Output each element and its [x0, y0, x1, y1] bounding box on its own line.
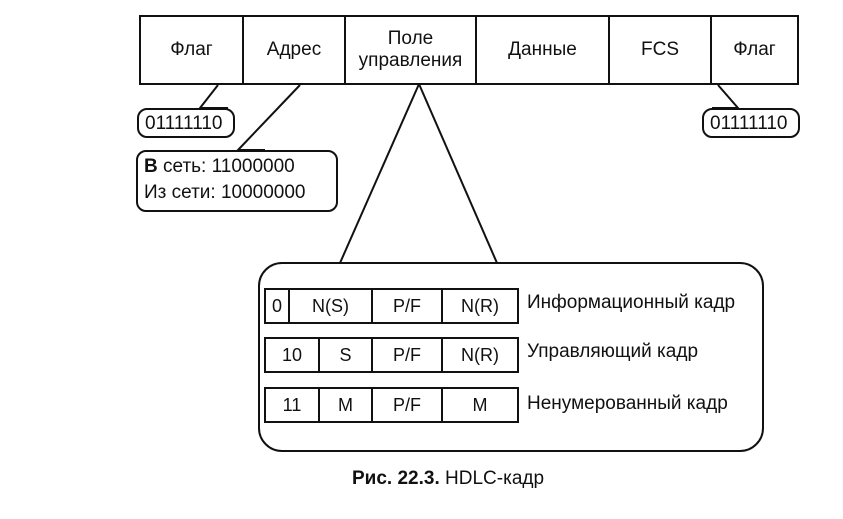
address-line-2: Из сети: 10000000 [144, 182, 306, 203]
unn-cell-m2: M [472, 394, 488, 415]
unn-cell-type: 11 [266, 389, 320, 421]
address-callout: В сеть: 11000000 Из сети: 10000000 [136, 150, 338, 212]
zoom-line-left [339, 83, 420, 264]
info-cell-pf: P/F [373, 290, 443, 322]
info-cell-ns: N(S) [290, 290, 373, 322]
unn-cell-m1: M [320, 389, 373, 421]
zoom-line-right [418, 83, 498, 264]
figure-caption: Рис. 22.3. HDLC-кадр [352, 468, 544, 490]
control-line-2: управления [358, 50, 463, 71]
info-frame-label: Информационный кадр [527, 292, 736, 313]
info-cell-type: 0 [266, 290, 290, 322]
unn-cell-pf: P/F [373, 389, 443, 421]
info-frame-row: 0 N(S) P/F N(R) [264, 288, 519, 324]
caption-prefix: Рис. 22.3. [352, 468, 440, 489]
frame-field-fcs: FCS [610, 17, 712, 83]
sup-cell-nr: N(R) [461, 344, 499, 365]
supervisory-frame-label: Управляющий кадр [527, 341, 699, 362]
right-flag-callout: 01111110 [702, 108, 800, 138]
frame-field-address: Адрес [244, 17, 346, 83]
supervisory-frame-row: 10 S P/F N(R) [264, 337, 519, 373]
left-flag-pointer [197, 84, 228, 109]
unnumbered-frame-row: 11 M P/F M [264, 387, 519, 423]
frame-field-flag-end: Флаг [733, 39, 776, 60]
unnumbered-frame-label: Ненумерованный кадр [527, 393, 728, 414]
frame-field-flag-start: Флаг [141, 17, 244, 83]
caption-text: HDLC-кадр [439, 468, 545, 489]
control-field-expansion [258, 262, 764, 452]
frame-field-data: Данные [477, 17, 610, 83]
address-pointer [235, 84, 301, 151]
left-flag-callout: 01111110 [137, 108, 235, 138]
sup-cell-s: S [320, 339, 373, 371]
info-cell-nr: N(R) [461, 295, 499, 316]
hdlc-frame: Флаг Адрес Поле управления Данные FCS Фл… [139, 15, 799, 85]
address-line-1: В сеть: 11000000 [144, 156, 295, 177]
right-flag-pointer [712, 84, 741, 109]
sup-cell-pf: P/F [373, 339, 443, 371]
control-line-1: Поле [387, 28, 434, 49]
sup-cell-type: 10 [266, 339, 320, 371]
frame-field-control: Поле управления [346, 17, 477, 83]
